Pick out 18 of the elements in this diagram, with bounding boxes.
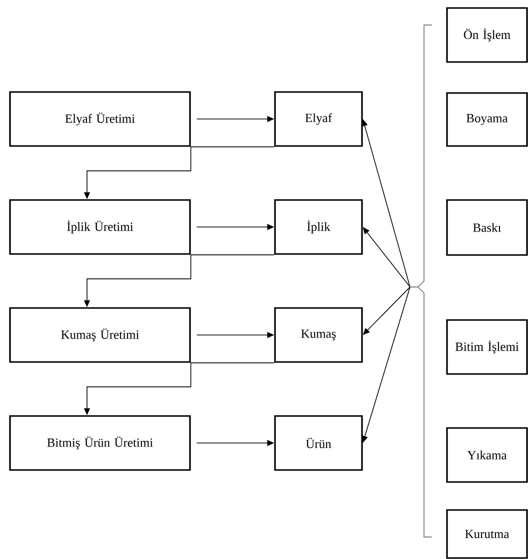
connector-line [190,146,275,148]
connector-line [190,254,275,256]
process-box: İplik Üretimi [9,199,191,255]
process-box: Elyaf [274,91,363,147]
process-box: Boyama [446,92,528,147]
process-box: Kurutma [446,509,528,559]
process-box: Bitim İşlemi [446,319,528,375]
process-box: Kumaş [274,307,363,363]
process-box: Ürün [274,415,363,471]
process-box: Baskı [446,199,528,256]
bracket [410,24,432,538]
process-box: Kumaş Üretimi [9,307,191,363]
process-box: İplik [274,199,363,255]
process-box: Bitmiş Ürün Üretimi [9,415,191,471]
process-box: Ön İşlem [446,7,528,63]
process-box: Yıkama [446,427,528,483]
process-box: Elyaf Üretimi [9,91,191,147]
connector-line [190,362,275,364]
